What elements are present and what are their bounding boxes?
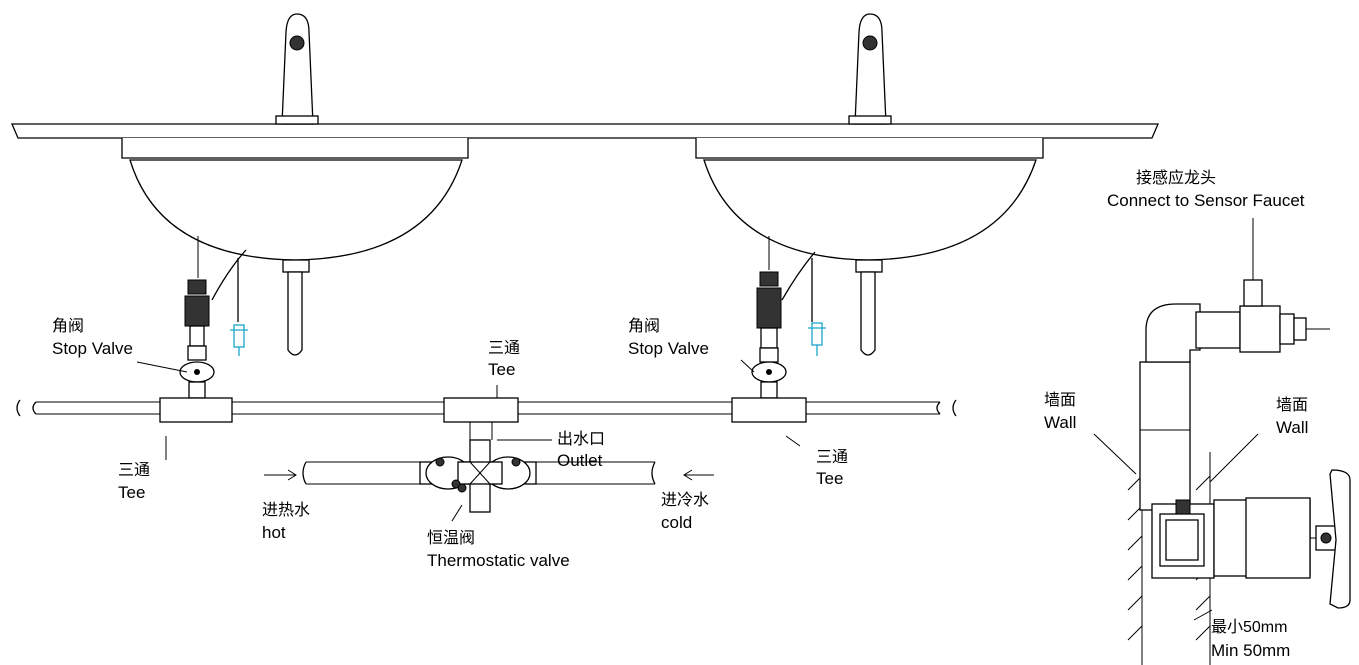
wall-right-cn: 墙面 bbox=[1276, 396, 1308, 414]
sensor-connect-cn: 接感应龙头 bbox=[1136, 168, 1216, 187]
drain-left bbox=[230, 324, 248, 356]
tee-center-fitting bbox=[443, 397, 519, 423]
min-distance-en: Min 50mm bbox=[1211, 641, 1290, 660]
outlet-en: Outlet bbox=[557, 451, 603, 470]
hot-arrow-icon bbox=[264, 469, 297, 481]
tee-left-en: Tee bbox=[118, 483, 145, 502]
tee-right-cn: 三通 bbox=[816, 448, 848, 466]
thermostatic-valve-en: Thermostatic valve bbox=[427, 551, 570, 570]
wall-left-en: Wall bbox=[1044, 413, 1076, 432]
min-distance-cn: 最小50mm bbox=[1211, 618, 1287, 636]
hot-cn: 进热水 bbox=[262, 501, 310, 519]
hot-en: hot bbox=[262, 523, 286, 542]
thermostatic-valve-cn: 恒温阀 bbox=[427, 529, 475, 547]
thermostatic-valve bbox=[419, 439, 537, 513]
tee-center-cn: 三通 bbox=[488, 339, 520, 357]
tee-right-fitting bbox=[731, 397, 807, 423]
stop-valve-left-cn: 角阀 bbox=[52, 317, 84, 335]
sensor-faucet-right bbox=[848, 13, 892, 125]
drain-right bbox=[808, 322, 826, 356]
stop-valve-left-en: Stop Valve bbox=[52, 339, 133, 358]
outlet-cn: 出水口 bbox=[557, 430, 605, 448]
tee-left-fitting bbox=[159, 397, 233, 423]
cold-arrow-icon bbox=[683, 469, 714, 481]
tee-left-cn: 三通 bbox=[118, 461, 150, 479]
sensor-connect-en: Connect to Sensor Faucet bbox=[1107, 191, 1305, 210]
basin-right bbox=[695, 138, 1044, 356]
tee-right-en: Tee bbox=[816, 469, 843, 488]
solenoid-assembly-left bbox=[179, 236, 247, 399]
wall-left-cn: 墙面 bbox=[1044, 391, 1076, 409]
cold-cn: 进冷水 bbox=[661, 491, 709, 509]
side-view bbox=[1093, 218, 1351, 665]
tee-center-en: Tee bbox=[488, 360, 515, 379]
solenoid-assembly-right bbox=[751, 236, 816, 399]
stop-valve-right-en: Stop Valve bbox=[628, 339, 709, 358]
basin-left bbox=[121, 138, 469, 356]
sensor-faucet-left bbox=[275, 13, 319, 125]
cold-en: cold bbox=[661, 513, 692, 532]
stop-valve-right-cn: 角阀 bbox=[628, 317, 660, 335]
wall-right-en: Wall bbox=[1276, 418, 1308, 437]
countertop bbox=[11, 123, 1159, 139]
